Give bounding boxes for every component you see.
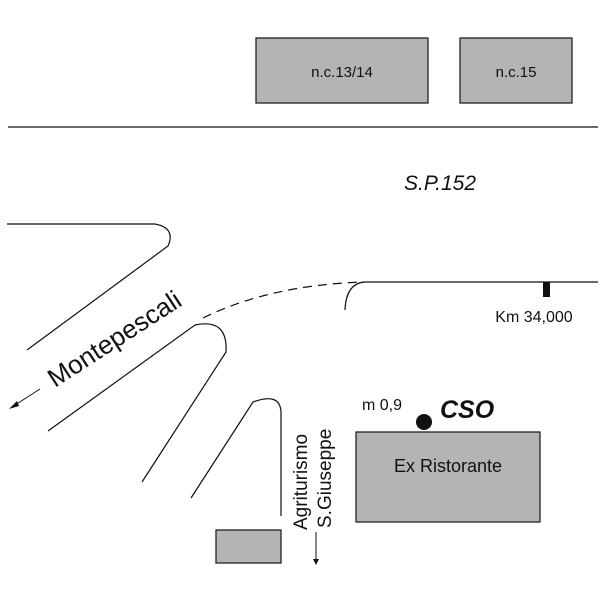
building-nc-15 (459, 37, 573, 104)
building-ex-ristorante-label: Ex Ristorante (394, 456, 502, 476)
road-hairpin-top (7, 223, 171, 351)
building-nc-15-label: n.c.15 (496, 64, 537, 81)
km-marker-label: Km 34,000 (495, 309, 572, 326)
cso-label: CSO (440, 396, 495, 424)
agriturismo-label: Agriturismo (291, 434, 312, 530)
road-right (344, 281, 598, 311)
building-ex-ristorante (355, 431, 541, 523)
local-km-label: m 0,9 (362, 397, 402, 414)
building-nc-13-14-label: n.c.13/14 (311, 64, 373, 81)
main-road-label: S.P.152 (404, 172, 476, 195)
montepescali-arrowhead-icon (9, 401, 19, 409)
road-dashed-connector (202, 281, 365, 319)
small-building (215, 529, 282, 564)
road-hairpin-middle (47, 323, 227, 483)
cso-location-dot-icon (416, 414, 432, 430)
montepescali-label: Montepescali (42, 284, 187, 393)
km-marker-post (543, 282, 550, 297)
agriturismo-name-label: S.Giuseppe (315, 429, 336, 528)
agriturismo-arrowhead-icon (313, 559, 319, 565)
road-hairpin-lower (190, 398, 282, 516)
building-nc-13-14 (255, 37, 429, 104)
